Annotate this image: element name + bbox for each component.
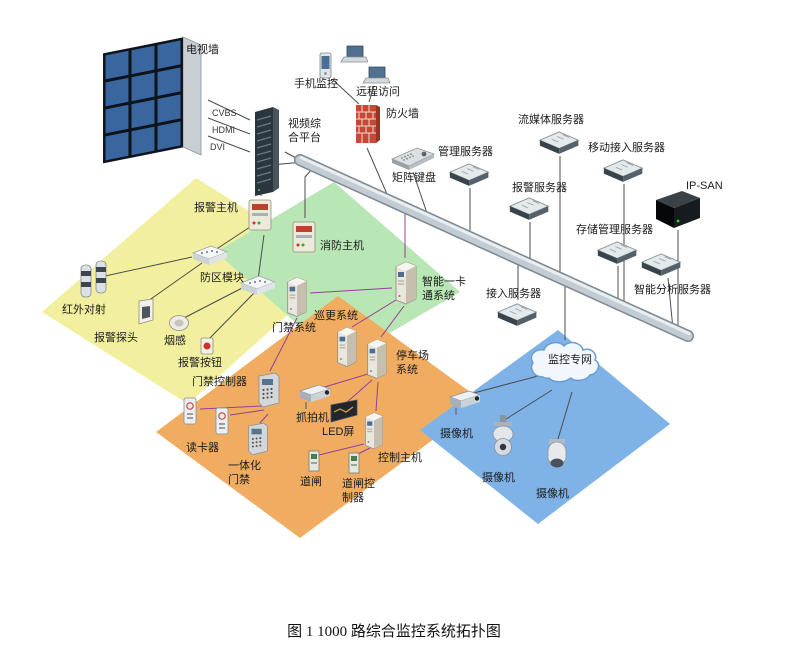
box-camera-icon [446, 386, 484, 418]
smoke-sensor-icon [168, 314, 190, 332]
capture-camera-label: 抓拍机 [296, 412, 329, 424]
barrier-controller-icon [346, 450, 362, 476]
access-controller-label: 门禁控制器 [192, 376, 247, 388]
streaming-server-icon [538, 128, 582, 156]
ip-san-label: IP-SAN [686, 180, 723, 192]
card-reader-label: 读卡器 [186, 442, 219, 454]
card-reader-icon-2 [212, 406, 232, 436]
video-platform-label: 视频综合平台 [288, 118, 321, 144]
access-system-icon [284, 272, 310, 320]
ip-san-icon [652, 188, 704, 230]
alarm-host-label: 报警主机 [194, 202, 238, 214]
alarm-server-icon [508, 194, 552, 222]
firewall-icon [352, 101, 384, 147]
firewall-label: 防火墙 [386, 108, 419, 120]
connection-lines [95, 78, 679, 440]
parking-system-label: 停车场系统 [396, 350, 429, 376]
zone-module-icon [190, 244, 230, 268]
storage-server-icon [596, 238, 640, 266]
patrol-system-icon [334, 322, 360, 370]
figure-caption: 图 1 1000 路综合监控系统拓扑图 [287, 624, 501, 640]
remote-access-label: 远程访问 [356, 86, 400, 98]
zone-module-label: 防区模块 [200, 272, 244, 284]
infrared-beam-icon [76, 258, 112, 302]
management-server-label: 管理服务器 [438, 146, 493, 158]
streaming-server-label: 流媒体服务器 [518, 114, 584, 126]
fire-host-icon [290, 218, 320, 256]
tv-wall-label: 电视墙 [186, 44, 219, 56]
card-system-label: 智能一卡通系统 [422, 276, 466, 302]
ptz-camera-icon [486, 414, 520, 460]
matrix-keyboard-icon [390, 144, 436, 172]
monitor-network-label: 监控专网 [548, 354, 592, 366]
hdmi-link-label: HDMI [212, 125, 235, 135]
infrared-beam-label: 红外对射 [62, 304, 106, 316]
alarm-server-label: 报警服务器 [512, 182, 567, 194]
mobile-access-server-icon [602, 156, 646, 184]
alarm-detector-icon [134, 296, 158, 326]
card-reader-icon [180, 396, 200, 426]
zone-video-region [420, 330, 670, 524]
dvi-link-label: DVI [210, 142, 226, 152]
video-platform-icon [250, 104, 284, 198]
integrated-access-label: 一体化门禁 [228, 460, 261, 486]
fire-host-label: 消防主机 [320, 240, 364, 252]
dome-camera-label: 摄像机 [536, 488, 569, 500]
barrier-gate-icon [306, 448, 322, 474]
cvbs-link-label: CVBS [212, 108, 237, 118]
access-controller-icon [254, 370, 284, 410]
alarm-host-icon [246, 196, 276, 234]
smoke-sensor-label: 烟感 [164, 335, 186, 347]
analysis-server-label: 智能分析服务器 [634, 284, 711, 296]
management-server-icon [448, 160, 492, 188]
control-host-label: 控制主机 [378, 452, 422, 464]
matrix-keyboard-label: 矩阵键盘 [392, 172, 436, 184]
laptop-icon-2 [362, 66, 390, 86]
storage-server-label: 存储管理服务器 [576, 224, 653, 236]
access-server-icon [496, 300, 540, 328]
zone-fire-region [216, 182, 460, 362]
integrated-access-icon [244, 420, 272, 458]
phone-monitor-label: 手机监控 [294, 78, 338, 90]
zone-access-region [156, 296, 484, 538]
access-system-label: 门禁系统 [272, 322, 316, 334]
access-server-label: 接入服务器 [486, 288, 541, 300]
patrol-system-label: 巡更系统 [314, 310, 358, 322]
barrier-gate-label: 道闸 [300, 476, 322, 488]
laptop-icon [340, 45, 368, 65]
barrier-controller-label: 道闸控制器 [342, 478, 375, 504]
box-camera-label: 摄像机 [440, 428, 473, 440]
parking-system-icon [364, 334, 390, 382]
led-screen-label: LED屏 [322, 426, 355, 438]
ptz-camera-label: 摄像机 [482, 472, 515, 484]
alarm-detector-label: 报警探头 [94, 332, 138, 344]
alarm-button-label: 报警按钮 [178, 357, 222, 369]
mobile-phone-icon [317, 52, 334, 79]
network-backbone [294, 154, 694, 342]
control-host-icon [362, 408, 386, 452]
analysis-server-icon [640, 250, 684, 278]
dome-camera-icon [540, 436, 574, 476]
mobile-access-server-label: 移动接入服务器 [588, 142, 665, 154]
alarm-button-icon [198, 336, 216, 356]
card-system-icon [392, 256, 420, 308]
